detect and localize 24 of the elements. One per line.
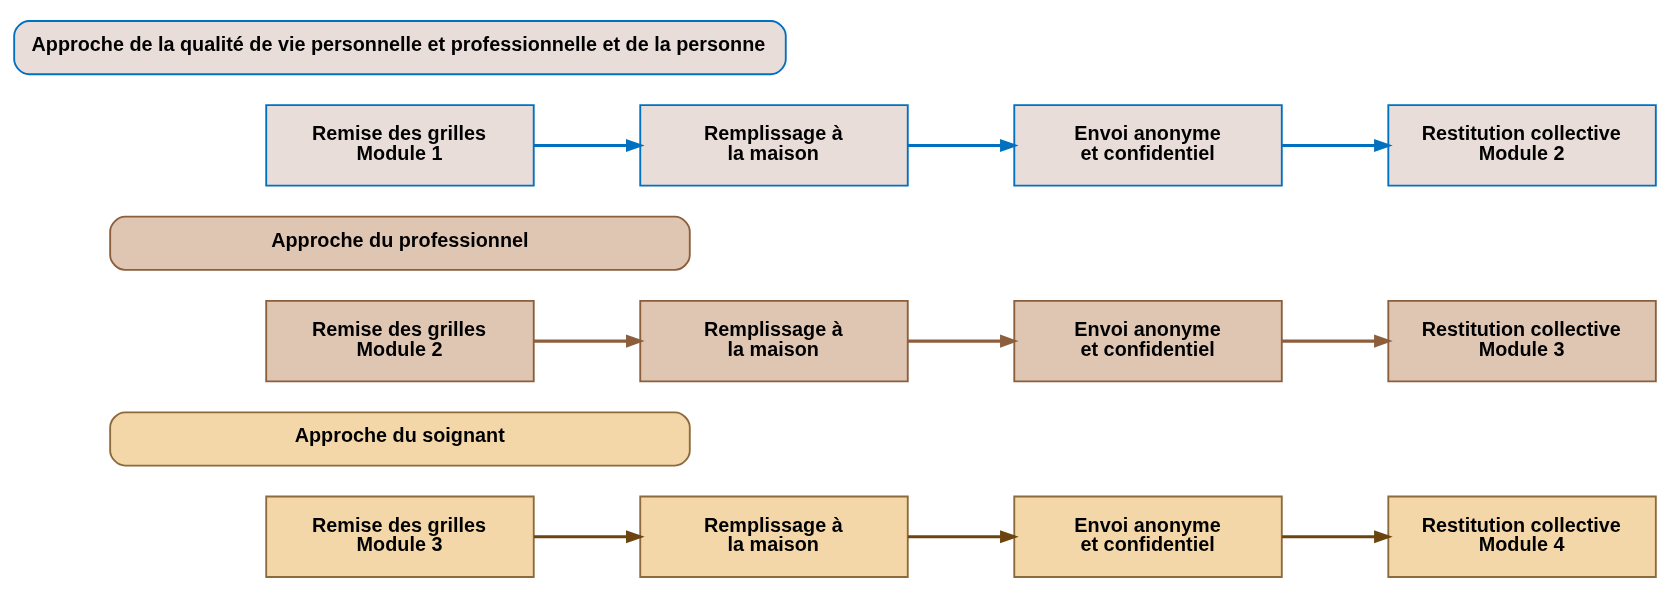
arrow: [534, 334, 645, 348]
node-box: Approche du professionnel: [109, 215, 691, 271]
node-box: Envoi anonyme et confidentiel: [1013, 495, 1283, 578]
node-box: Restitution collective Module 2: [1387, 104, 1657, 187]
arrow: [534, 530, 645, 544]
arrow: [1282, 138, 1393, 152]
node-box: Restitution collective Module 3: [1387, 299, 1657, 383]
arrow: [908, 530, 1019, 544]
node-box: Remise des grilles Module 1: [265, 104, 535, 187]
arrow: [1282, 530, 1393, 544]
node-box: Envoi anonyme et confidentiel: [1013, 299, 1283, 383]
node-box: Approche de la qualité de vie personnelle et professionnelle et de la personne: [13, 20, 787, 76]
node-box: Envoi anonyme et confidentiel: [1013, 104, 1283, 187]
node-box: Approche du soignant: [109, 411, 691, 467]
arrow: [534, 138, 645, 152]
node-box: Remplissage à la maison: [639, 495, 909, 578]
arrow: [908, 138, 1019, 152]
arrow: [908, 334, 1019, 348]
node-box: Remise des grilles Module 2: [265, 299, 535, 383]
node-box: Restitution collective Module 4: [1387, 495, 1657, 578]
node-box: Remise des grilles Module 3: [265, 495, 535, 578]
arrow: [1282, 334, 1393, 348]
node-box: Remplissage à la maison: [639, 104, 909, 187]
node-box: Remplissage à la maison: [639, 299, 909, 383]
